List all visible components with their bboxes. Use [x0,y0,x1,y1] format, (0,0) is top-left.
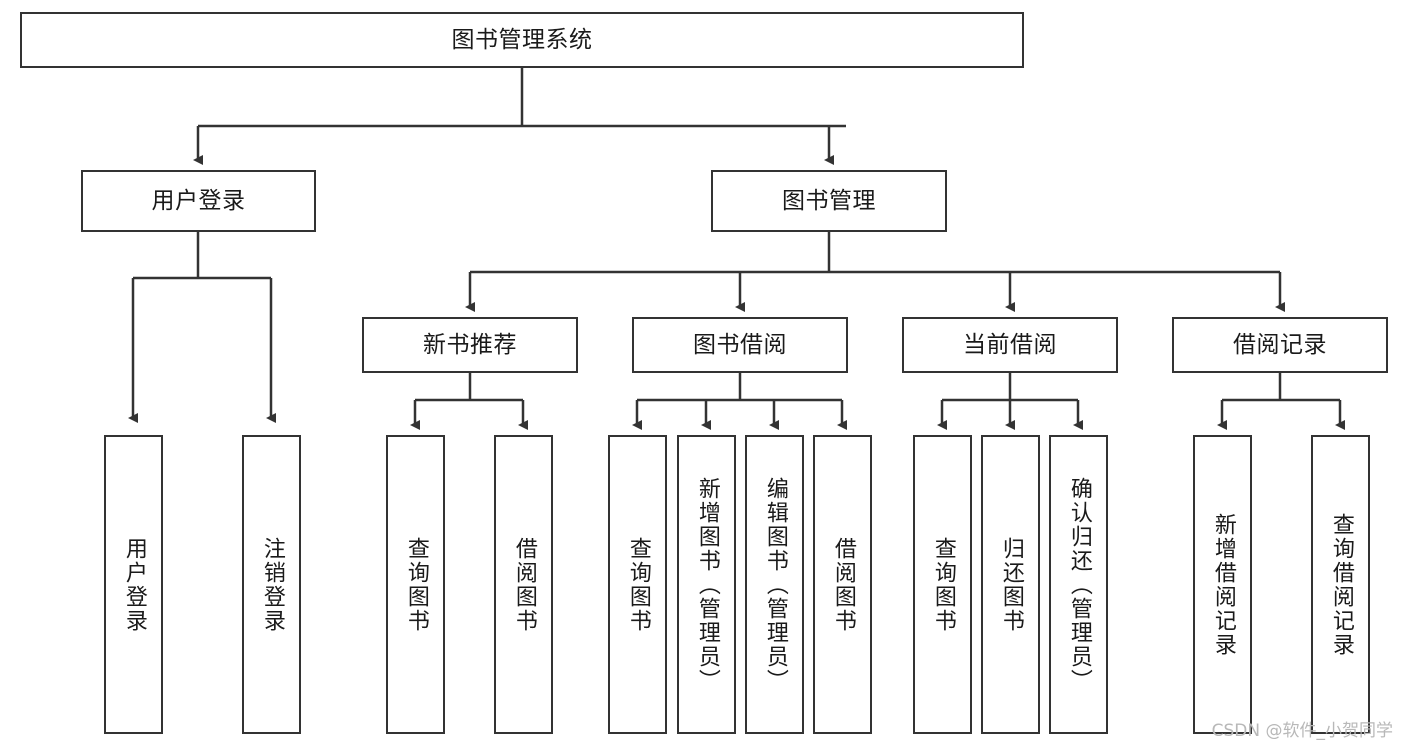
node-label: 当前借阅 [963,331,1057,358]
node-current-borrowing[interactable]: 当前借阅 [902,317,1118,373]
node-label: 新书推荐 [423,331,517,358]
node-label: 查询图书 [930,536,956,633]
leaf-query-book-current[interactable]: 查询图书 [913,435,972,734]
node-book-management[interactable]: 图书管理 [711,170,947,232]
node-user-login[interactable]: 用户登录 [81,170,316,232]
node-label: 注销登录 [259,536,285,633]
node-label: 借阅记录 [1233,331,1327,358]
leaf-logout[interactable]: 注销登录 [242,435,301,734]
node-new-book-recommendation[interactable]: 新书推荐 [362,317,578,373]
node-label: 图书管理 [782,187,876,214]
leaf-borrow-book-borrowing[interactable]: 借阅图书 [813,435,872,734]
node-label: 借阅图书 [830,536,856,633]
node-label: 用户登录 [121,536,147,633]
node-borrowing-record[interactable]: 借阅记录 [1172,317,1388,373]
leaf-borrow-book-recommendation[interactable]: 借阅图书 [494,435,553,734]
node-label: 归还图书 [998,536,1024,633]
node-label: 查询图书 [403,536,429,633]
leaf-add-borrowing-record[interactable]: 新增借阅记录 [1193,435,1252,734]
node-label: 新增借阅记录 [1210,512,1236,657]
leaf-query-book-recommendation[interactable]: 查询图书 [386,435,445,734]
node-label: 确认归还（管理员） [1066,476,1092,693]
leaf-return-book[interactable]: 归还图书 [981,435,1040,734]
leaf-confirm-return-admin[interactable]: 确认归还（管理员） [1049,435,1108,734]
node-label: 查询借阅记录 [1328,512,1354,657]
node-label: 新增图书（管理员） [694,476,720,693]
node-root-book-management-system[interactable]: 图书管理系统 [20,12,1024,68]
leaf-add-book-admin[interactable]: 新增图书（管理员） [677,435,736,734]
node-label: 图书管理系统 [451,26,593,53]
node-label: 查询图书 [625,536,651,633]
node-label: 借阅图书 [511,536,537,633]
leaf-user-login[interactable]: 用户登录 [104,435,163,734]
leaf-query-borrowing-record[interactable]: 查询借阅记录 [1311,435,1370,734]
node-label: 用户登录 [151,187,246,214]
leaf-query-book-borrowing[interactable]: 查询图书 [608,435,667,734]
leaf-edit-book-admin[interactable]: 编辑图书（管理员） [745,435,804,734]
node-label: 图书借阅 [693,331,787,358]
node-book-borrowing[interactable]: 图书借阅 [632,317,848,373]
node-label: 编辑图书（管理员） [762,476,788,693]
